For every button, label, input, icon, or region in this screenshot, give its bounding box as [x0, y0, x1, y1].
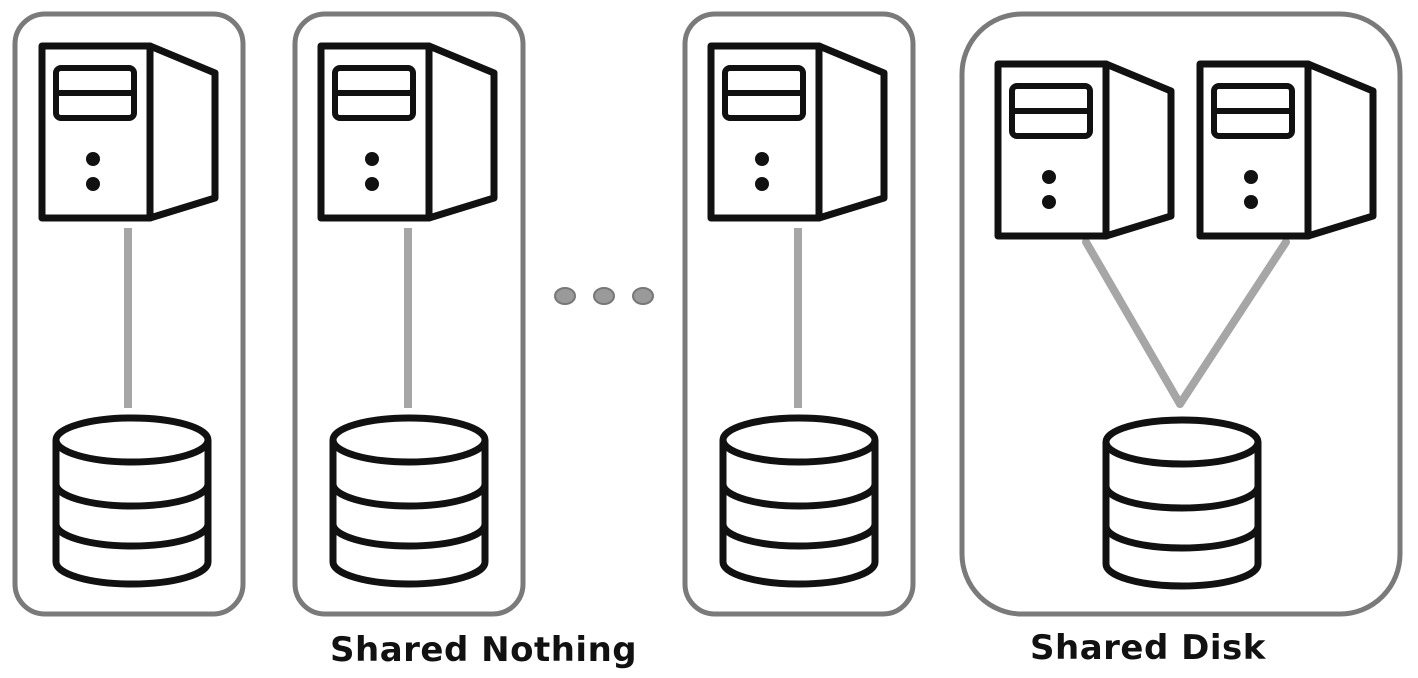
- database-icon: [56, 418, 208, 584]
- ellipsis: [554, 287, 654, 305]
- node-n-frame: [682, 11, 916, 617]
- server-icon: [321, 46, 494, 218]
- database-icon: [1106, 420, 1258, 586]
- server-icon: [42, 46, 215, 218]
- database-icon: [723, 418, 875, 584]
- shared-disk-frame: [959, 11, 1403, 617]
- ellipsis-dot: [632, 287, 654, 305]
- connector-line: [1082, 238, 1184, 408]
- shared-disk-caption: Shared Disk: [1030, 628, 1266, 668]
- shared-nothing-caption: Shared Nothing: [330, 630, 638, 670]
- shared-nothing-node-1: [12, 11, 246, 617]
- ellipsis-dot: [593, 287, 615, 305]
- shared-disk-cluster: [959, 11, 1403, 617]
- shared-nothing-node-2: [292, 11, 526, 617]
- server-icon: [998, 64, 1171, 236]
- node-2-frame: [292, 11, 526, 617]
- connector-line: [1176, 238, 1290, 408]
- node-1-frame: [12, 11, 246, 617]
- database-icon: [333, 418, 485, 584]
- server-icon: [1200, 64, 1373, 236]
- server-icon: [711, 46, 884, 218]
- ellipsis-dot: [554, 287, 576, 305]
- shared-nothing-node-n: [682, 11, 916, 617]
